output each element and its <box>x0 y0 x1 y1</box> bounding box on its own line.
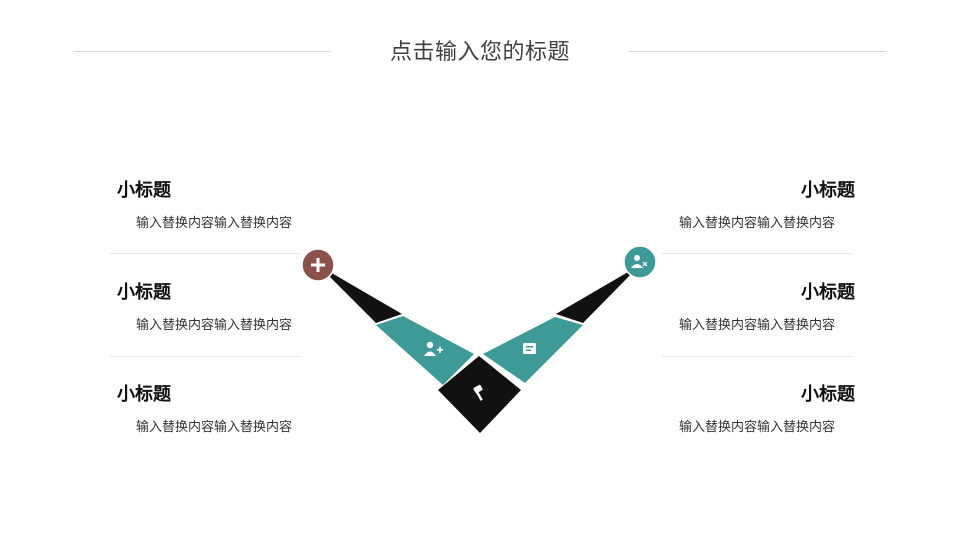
slide-title[interactable]: 点击输入您的标题 <box>389 40 570 65</box>
left-text-1[interactable]: 输入替换内容输入替换内容 <box>136 216 293 231</box>
right-arm-black <box>556 265 640 323</box>
left-text-3[interactable]: 输入替换内容输入替换内容 <box>136 420 293 435</box>
plus-icon <box>311 258 325 272</box>
left-arm-black <box>318 265 402 323</box>
document-icon <box>523 343 536 354</box>
title-rule-left <box>74 51 331 52</box>
right-text-1[interactable]: 输入替换内容输入替换内容 <box>678 216 835 231</box>
right-block-2: 小标题 输入替换内容输入替换内容 <box>645 278 855 333</box>
right-block-1: 小标题 输入替换内容输入替换内容 <box>645 176 855 231</box>
title-rule-right <box>628 51 886 52</box>
left-teal-segment <box>376 316 474 385</box>
right-heading-3[interactable]: 小标题 <box>801 384 855 405</box>
plus-circle-button[interactable] <box>301 248 335 282</box>
right-block-3: 小标题 输入替换内容输入替换内容 <box>645 380 855 435</box>
user-remove-icon <box>631 255 648 268</box>
right-text-2[interactable]: 输入替换内容输入替换内容 <box>678 318 835 333</box>
right-divider-2 <box>662 356 852 357</box>
gavel-icon <box>473 384 483 401</box>
left-divider-1 <box>110 253 300 254</box>
right-text-3[interactable]: 输入替换内容输入替换内容 <box>678 420 835 435</box>
left-block-3: 小标题 输入替换内容输入替换内容 <box>117 380 327 435</box>
right-heading-1[interactable]: 小标题 <box>801 180 855 201</box>
user-remove-circle-button[interactable] <box>623 245 657 279</box>
left-text-2[interactable]: 输入替换内容输入替换内容 <box>136 318 293 333</box>
right-divider-1 <box>662 253 852 254</box>
left-heading-1[interactable]: 小标题 <box>117 180 171 201</box>
left-block-1: 小标题 输入替换内容输入替换内容 <box>117 176 327 231</box>
right-heading-2[interactable]: 小标题 <box>801 282 855 303</box>
left-heading-2[interactable]: 小标题 <box>117 282 171 303</box>
user-add-icon <box>424 341 443 356</box>
left-divider-2 <box>110 356 300 357</box>
left-heading-3[interactable]: 小标题 <box>117 384 171 405</box>
left-block-2: 小标题 输入替换内容输入替换内容 <box>117 278 327 333</box>
